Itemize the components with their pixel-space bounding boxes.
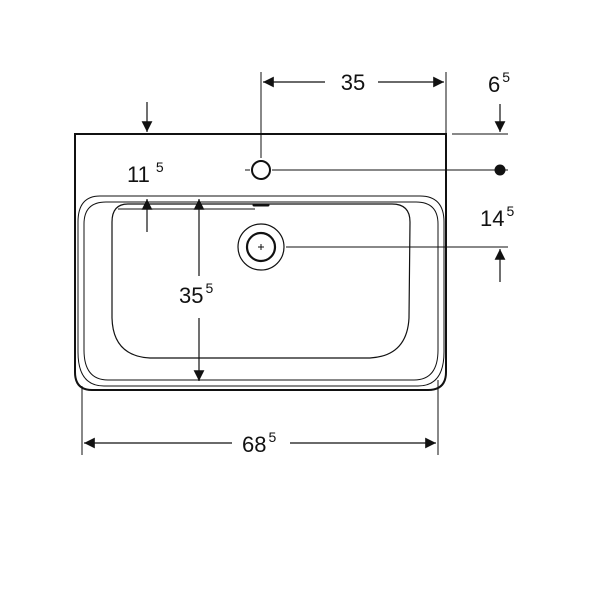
reference-point-icon	[494, 164, 506, 176]
dimension-rim-depth-value: 11	[127, 162, 150, 187]
dimension-bowl-depth-superscript: 5	[205, 280, 213, 296]
dimension-top-offset-superscript: 5	[502, 69, 510, 85]
svg-text:145: 145	[480, 203, 514, 231]
svg-text:115: 11 5	[127, 159, 164, 187]
basin-rim-outline	[77, 195, 445, 387]
svg-text:35: 35	[341, 70, 365, 95]
dimension-overall-width-superscript: 5	[268, 429, 276, 445]
dimension-right-height-value: 14	[480, 206, 504, 231]
dimension-bowl-depth-value: 35	[179, 283, 203, 308]
dimension-right-height-superscript: 5	[506, 203, 514, 219]
dimension-rim-depth: 11 5	[127, 159, 164, 232]
basin-outer-outline	[74, 133, 447, 391]
dimension-rim-depth-superscript: 5	[156, 159, 164, 175]
svg-text:355: 355	[179, 280, 213, 308]
svg-text:685: 685	[242, 429, 276, 457]
drain-icon	[237, 223, 508, 271]
dimension-overall-width-value: 68	[242, 432, 266, 457]
dimension-top-width: 35	[263, 70, 444, 95]
basin-rim-inner-outline	[83, 201, 439, 381]
tap-hole-icon	[245, 160, 508, 180]
dimension-top-width-value: 35	[341, 70, 365, 95]
basin-bowl-outline	[111, 203, 411, 359]
svg-text:65: 65	[488, 69, 510, 97]
dimension-top-offset-value: 6	[488, 72, 500, 97]
